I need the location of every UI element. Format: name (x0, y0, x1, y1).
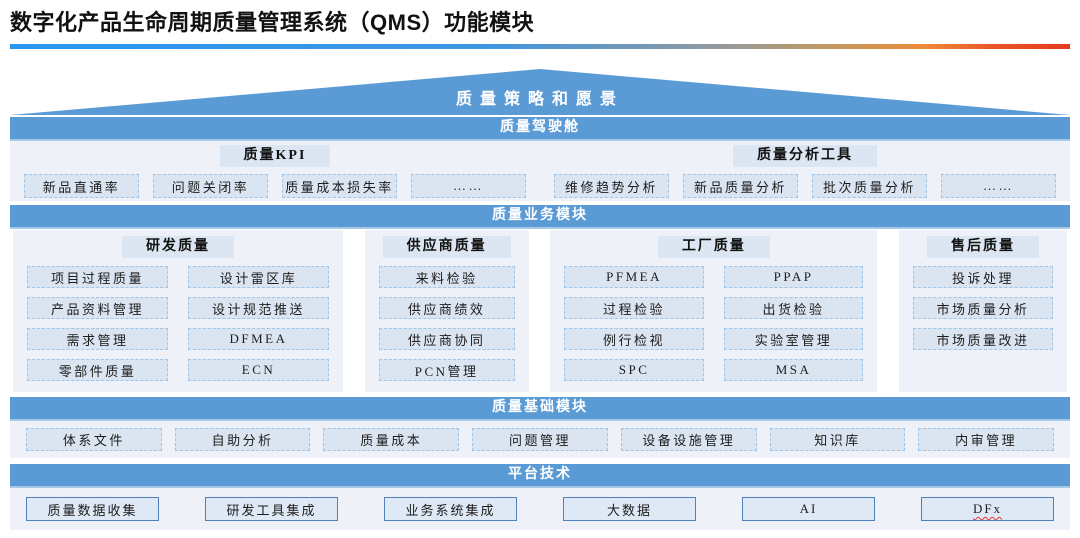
panel-header-row: 供应商质量 (379, 236, 515, 260)
module-box: 新品直通率 (24, 174, 139, 198)
module-box: 新品质量分析 (683, 174, 798, 198)
module-box: 来料检验 (378, 266, 515, 288)
group-quality-analysis-tools: 质量分析工具 维修趋势分析新品质量分析批次质量分析 …… (540, 145, 1070, 198)
module-box: 自助分析 (174, 428, 311, 451)
module-box: 质量成本 (323, 428, 460, 451)
page-title: 数字化产品生命周期质量管理系统（QMS）功能模块 (10, 10, 535, 35)
module-box: 内审管理 (918, 428, 1055, 451)
module-box: 业务系统集成 (384, 497, 517, 521)
module-box: 维修趋势分析 (554, 174, 669, 198)
panel-header-row: 研发质量 (27, 236, 329, 260)
module-box: PFMEA (564, 266, 704, 288)
module-box: DFx (921, 497, 1054, 521)
quality-analysis-items: 维修趋势分析新品质量分析批次质量分析 …… (554, 174, 1056, 198)
module-box: 出货检验 (723, 297, 864, 319)
module-box: 知识库 (769, 428, 906, 451)
module-box: 例行检视 (564, 328, 704, 350)
module-box: 市场质量改进 (912, 328, 1053, 350)
module-box: AI (742, 497, 875, 521)
rnd-quality-col-2: 设计雷区库设计规范推送 DFMEA ECN (188, 266, 329, 390)
group-header-quality-analysis-tools: 质量分析工具 (733, 145, 877, 167)
module-box: 投诉处理 (912, 266, 1053, 288)
platform-body: 质量数据收集 研发工具集成 业务系统集成 大数据 AI DFx (10, 488, 1070, 530)
section-bar-platform: 平台技术 (10, 464, 1070, 488)
module-box: PCN管理 (378, 359, 515, 381)
panel-rnd-quality: 研发质量 项目过程质量产品资料管理需求管理零部件质量 设计雷区库设计规范推送 DF… (13, 230, 343, 392)
module-box: 过程检验 (564, 297, 704, 319)
rnd-quality-col-1: 项目过程质量产品资料管理需求管理零部件质量 (27, 266, 168, 390)
module-box: 供应商绩效 (378, 297, 515, 319)
module-box: 设计规范推送 (188, 297, 329, 319)
factory-quality-col-1: PFMEA 过程检验例行检视 SPC (564, 266, 704, 390)
group-header-row: 质量KPI (24, 145, 526, 169)
section-bar-dashboard: 质量驾驶舱 (10, 117, 1070, 141)
roof-label: 质量策略和愿景 (455, 91, 624, 108)
roof-shape: 质量策略和愿景 (10, 69, 1070, 115)
quality-kpi-items: 新品直通率问题关闭率质量成本损失率 …… (24, 174, 526, 198)
panel-columns: 项目过程质量产品资料管理需求管理零部件质量 设计雷区库设计规范推送 DFMEA EC… (27, 266, 329, 390)
module-box: 市场质量分析 (912, 297, 1053, 319)
section-bar-business: 质量业务模块 (10, 205, 1070, 229)
module-box: 批次质量分析 (812, 174, 927, 198)
panel-header-rnd-quality: 研发质量 (122, 236, 234, 258)
panel-header-row: 工厂质量 (564, 236, 863, 260)
supplier-quality-col: 来料检验供应商绩效供应商协同 PCN管理 (378, 266, 515, 390)
panel-header-row: 售后质量 (913, 236, 1053, 260)
panel-header-factory-quality: 工厂质量 (657, 236, 770, 258)
module-box: 质量成本损失率 (282, 174, 397, 198)
module-box: 实验室管理 (723, 328, 864, 350)
panel-header-aftersales-quality: 售后质量 (926, 236, 1039, 258)
factory-quality-col-2: PPAP 出货检验实验室管理 MSA (723, 266, 864, 390)
panel-columns: PFMEA 过程检验例行检视 SPC PPAP 出货检验实验室管理 MSA (564, 266, 864, 390)
module-box: 研发工具集成 (205, 497, 338, 521)
module-box: 供应商协同 (378, 328, 515, 350)
module-box: 问题关闭率 (153, 174, 268, 198)
panel-aftersales-quality: 售后质量 投诉处理市场质量分析市场质量改进 (898, 230, 1067, 392)
panel-columns: 投诉处理市场质量分析市场质量改进 (912, 266, 1053, 359)
group-quality-kpi: 质量KPI 新品直通率问题关闭率质量成本损失率 …… (10, 145, 540, 198)
module-box: …… (941, 174, 1056, 198)
aftersales-quality-col: 投诉处理市场质量分析市场质量改进 (912, 266, 1053, 359)
panel-supplier-quality: 供应商质量 来料检验供应商绩效供应商协同 PCN管理 (364, 230, 529, 392)
module-box: PPAP (723, 266, 864, 288)
module-box: 大数据 (563, 497, 696, 521)
title-underline-gradient (10, 44, 1070, 49)
module-box: 需求管理 (27, 328, 168, 350)
module-box: …… (411, 174, 526, 198)
module-box: SPC (564, 359, 704, 381)
module-box: 项目过程质量 (27, 266, 168, 288)
business-body: 研发质量 项目过程质量产品资料管理需求管理零部件质量 设计雷区库设计规范推送 DF… (10, 229, 1070, 393)
foundation-body: 体系文件自助分析质量成本问题管理设备设施管理知识库内审管理 (10, 421, 1070, 458)
qms-architecture-diagram: 质量策略和愿景 质量驾驶舱 质量KPI 新品直通率问题关闭率质量成本损失率…… … (10, 69, 1070, 530)
module-box: DFMEA (188, 328, 329, 350)
module-box: 设备设施管理 (620, 428, 757, 451)
module-box: MSA (723, 359, 864, 381)
module-box: 设计雷区库 (188, 266, 329, 288)
dashboard-body: 质量KPI 新品直通率问题关闭率质量成本损失率…… 质量分析工具 维修趋势分析新… (10, 141, 1070, 201)
module-box: 问题管理 (472, 428, 608, 451)
section-bar-foundation: 质量基础模块 (10, 397, 1070, 421)
group-header-row: 质量分析工具 (554, 145, 1056, 169)
module-box: 零部件质量 (27, 359, 168, 381)
module-box: 体系文件 (26, 428, 162, 451)
panel-factory-quality: 工厂质量 PFMEA 过程检验例行检视 SPC PPAP 出货检验实验室管理 MSA (550, 230, 878, 392)
module-box: 质量数据收集 (26, 497, 159, 521)
group-header-quality-kpi: 质量KPI (219, 145, 331, 167)
module-box: 产品资料管理 (27, 297, 168, 319)
panel-columns: 来料检验供应商绩效供应商协同 PCN管理 (378, 266, 515, 390)
panel-header-supplier-quality: 供应商质量 (382, 236, 511, 258)
module-box: ECN (188, 359, 329, 381)
